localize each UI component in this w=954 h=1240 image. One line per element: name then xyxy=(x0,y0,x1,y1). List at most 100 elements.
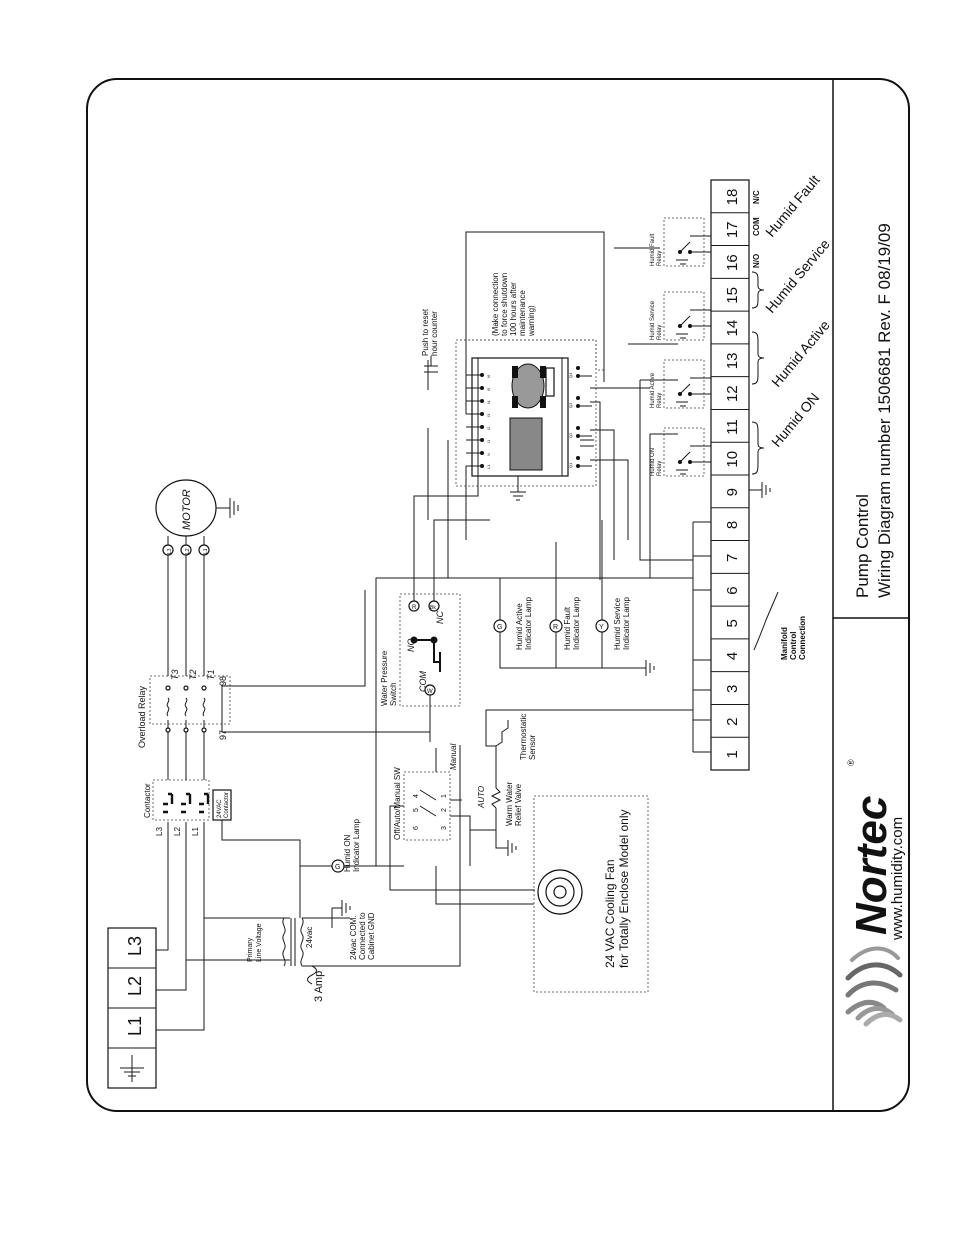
svg-text:3: 3 xyxy=(441,826,448,830)
control-transformer: Primary Line Voltage 24vac 3 Amp xyxy=(186,917,325,1002)
cooling-fan-icon xyxy=(537,869,583,915)
lamp-humid-service-label-1: Humid Service xyxy=(613,597,622,650)
overload-aux-98: 98 xyxy=(218,676,228,686)
controller-pin-i4: I4 xyxy=(486,400,491,404)
svg-text:to force shutdown: to force shutdown xyxy=(500,273,509,336)
brand-url: www.humidity.com xyxy=(889,817,906,941)
manifold-label-3: Connection xyxy=(798,616,807,660)
svg-text:Bk: Bk xyxy=(430,605,436,611)
controller-pin-i1: I1 xyxy=(486,439,491,443)
terminal-5: 5 xyxy=(724,619,741,627)
earth-ground-icon xyxy=(120,1055,144,1082)
sensor-label-2: Sensor xyxy=(528,734,537,760)
contactor-coil-1: 24VAC xyxy=(217,799,223,818)
controller-note: (Make connection to force shutdown 100 h… xyxy=(491,273,536,337)
svg-text:G: G xyxy=(335,864,340,871)
pressure-nc-label: NC xyxy=(435,611,445,624)
fan-label-1: 24 VAC Cooling Fan xyxy=(603,859,617,968)
reset-label-2: hour counter xyxy=(430,311,439,356)
transformer-secondary: 24vac xyxy=(305,927,314,948)
controller-dial xyxy=(511,363,545,409)
fuse-label: 3 Amp xyxy=(313,971,325,1002)
output-braces xyxy=(751,271,765,475)
cabinet-ground-icon xyxy=(331,900,351,928)
transformer-primary-2: Line Voltage xyxy=(256,923,263,962)
brand-name: Nortec xyxy=(847,796,896,935)
title-block: Pump Control Wiring Diagram number 15066… xyxy=(853,223,894,598)
lamp-humid-fault-icon: R xyxy=(549,619,563,633)
switch-manual-label: Manual xyxy=(449,744,458,770)
terminal-11: 11 xyxy=(724,419,741,435)
fuse-icon xyxy=(307,965,317,985)
svg-text:Y: Y xyxy=(599,624,604,631)
lamp-humid-on-label-2: Indicator Lamp xyxy=(352,819,361,872)
contact-nc-label: N/C xyxy=(752,190,761,204)
programmable-controller xyxy=(455,339,597,487)
controller-pin-n: N xyxy=(486,453,491,456)
svg-text:1: 1 xyxy=(441,794,448,798)
terminal-14: 14 xyxy=(724,320,741,337)
svg-text:4: 4 xyxy=(413,794,420,798)
overload-aux-97: 97 xyxy=(218,730,228,740)
terminal-1: 1 xyxy=(724,750,741,758)
com-note-3: Cabinet GND xyxy=(367,912,376,960)
svg-text:6: 6 xyxy=(413,826,420,830)
terminal-9-ground-icon xyxy=(749,482,771,498)
motor-contactor: Contactor L3 L2 L1 24VAC Contactor xyxy=(143,779,232,836)
contact-no-label: N/O xyxy=(752,254,761,268)
reset-label-1: Push to reset xyxy=(421,308,430,356)
relay-service-label-1: Humid Service xyxy=(650,300,656,340)
relay-on-label-1: Humid ON xyxy=(650,448,656,476)
controller-pin-i5: I5 xyxy=(486,387,491,391)
motor-icon: MOTOR xyxy=(155,479,217,537)
overload-title: Overload Relay xyxy=(137,685,147,748)
pressure-switch-title-1: Water Pressure xyxy=(380,650,389,706)
nortec-logo: Nortec ® www.humidity.com xyxy=(845,759,906,1027)
overload-relay: Overload Relay T3 T2 T1 97 98 xyxy=(137,669,231,748)
lamp-humid-active-label-2: Indicator Lamp xyxy=(524,597,533,650)
contactor-coil-2: Contactor xyxy=(224,792,230,818)
motor-lead-L3: L3 xyxy=(167,548,173,554)
controller-display xyxy=(509,417,543,471)
water-pressure-switch: Water Pressure Switch NO NC COM W R Bk xyxy=(380,593,461,707)
controller-out-q3: Q3 xyxy=(568,402,573,408)
relay-active-label-2: Relay xyxy=(657,393,663,408)
sensor-label-1: Thermostatic xyxy=(519,714,528,760)
contactor-pole-L2: L2 xyxy=(173,827,182,836)
terminal-10: 10 xyxy=(724,451,741,468)
lamp-humid-service-label-2: Indicator Lamp xyxy=(622,597,631,650)
svg-text:100 hours after: 100 hours after xyxy=(509,282,518,336)
svg-text:(Make connection: (Make connection xyxy=(491,273,500,336)
motor-lead-L1: L1 xyxy=(203,548,209,554)
control-24v-line xyxy=(302,745,461,967)
lamp-humid-fault-label-1: Humid Fault xyxy=(563,606,572,650)
switch-auto-label: AUTO xyxy=(477,786,486,809)
lamp-humid-on-label-1: Humid ON xyxy=(343,834,352,872)
title-line-2: Wiring Diagram number 1506681 Rev. F 08/… xyxy=(875,223,894,598)
relay-service-label-2: Relay xyxy=(657,325,663,340)
power-line-L2 xyxy=(156,822,187,991)
controller-pin-i2: I2 xyxy=(486,426,491,430)
switch-title: Off/Auto/Manual SW xyxy=(393,767,402,840)
lamp-humid-fault-label-2: Indicator Lamp xyxy=(572,597,581,650)
terminal-8: 8 xyxy=(724,521,741,529)
contactor-pole-L3: L3 xyxy=(155,827,164,836)
off-auto-manual-switch: Off/Auto/Manual SW 4 5 6 1 2 3 xyxy=(393,767,451,841)
controller-out-q1: Q1 xyxy=(568,462,573,468)
terminal-18: 18 xyxy=(724,189,741,206)
terminal-9: 9 xyxy=(724,488,741,496)
lamp-humid-active-label-1: Humid Active xyxy=(515,603,524,650)
controller-pin-l1: L1 xyxy=(486,464,491,469)
manifold-label-2: Control xyxy=(789,632,798,660)
lamp-humid-service-icon: Y xyxy=(595,619,609,633)
contactor-pole-L1: L1 xyxy=(191,827,200,836)
svg-text:G: G xyxy=(497,624,502,631)
motor-ground-icon xyxy=(216,498,239,518)
com-note-1: 24vac COM. xyxy=(349,916,358,960)
overload-T3: T3 xyxy=(170,669,180,680)
